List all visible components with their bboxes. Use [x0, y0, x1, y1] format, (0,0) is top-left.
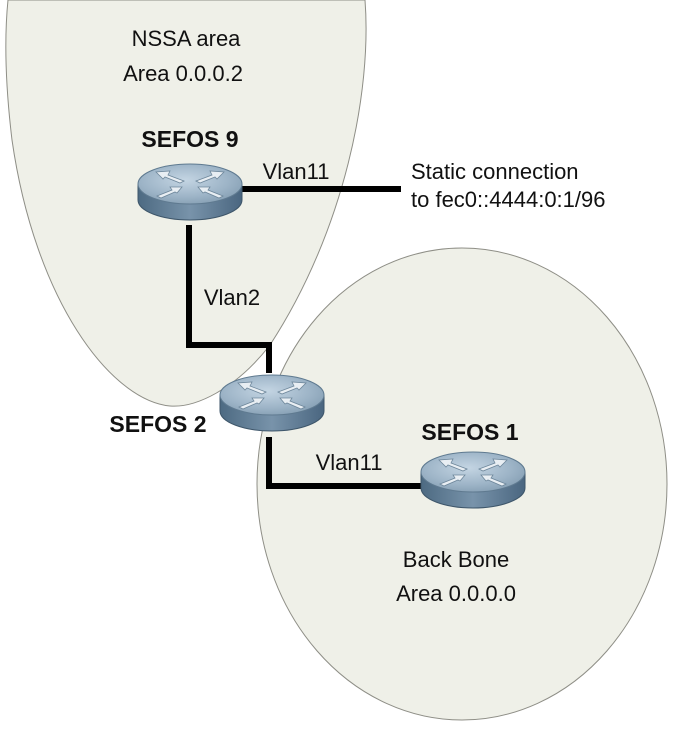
- nssa-area-id: Area 0.0.0.2: [123, 61, 243, 86]
- router-icon: [219, 374, 325, 432]
- link-sefos2-sefos1: [266, 437, 423, 489]
- static-connection-line1: Static connection: [411, 159, 579, 184]
- router-label-sefos2: SEFOS 2: [109, 411, 206, 437]
- router-icon: [420, 451, 526, 509]
- backbone-area-name: Back Bone: [403, 547, 509, 572]
- backbone-area-id: Area 0.0.0.0: [396, 581, 516, 606]
- link-label-sefos9-vlan11: Vlan11: [263, 159, 330, 184]
- link-label-vlan2: Vlan2: [204, 285, 260, 310]
- router-sefos9[interactable]: [137, 163, 243, 221]
- router-label-sefos9: SEFOS 9: [141, 126, 238, 152]
- router-icon: [137, 163, 243, 221]
- link-label-sefos2-vlan11: Vlan11: [316, 450, 383, 475]
- link-sefos9-sefos2: [186, 225, 272, 373]
- router-sefos1[interactable]: [420, 451, 526, 509]
- nssa-area-name: NSSA area: [132, 26, 242, 51]
- router-sefos2[interactable]: [219, 374, 325, 432]
- static-connection-line2: to fec0::4444:0:1/96: [411, 187, 606, 212]
- router-label-sefos1: SEFOS 1: [421, 419, 518, 445]
